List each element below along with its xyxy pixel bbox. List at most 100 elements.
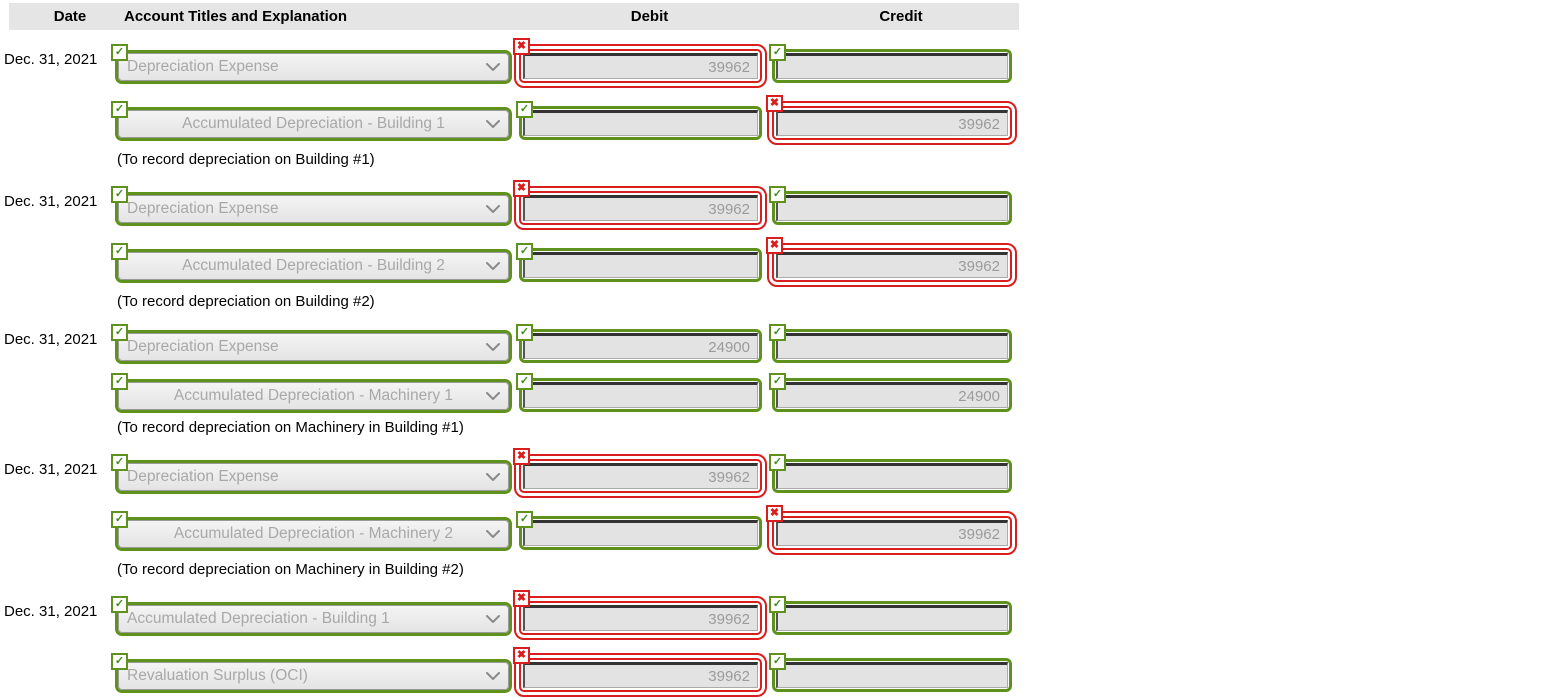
debit-cell: ✖: [513, 448, 767, 498]
account-cell: ✓ Revaluation Surplus (OCI): [111, 653, 512, 693]
account-select[interactable]: Revaluation Surplus (OCI): [118, 662, 509, 690]
credit-input[interactable]: [776, 333, 1008, 359]
debit-input[interactable]: [523, 382, 758, 408]
account-cell: ✓ Accumulated Depreciation - Machinery 1: [111, 373, 512, 413]
debit-cell: ✓: [514, 324, 767, 368]
account-cell: ✓ Depreciation Expense: [111, 324, 512, 364]
check-icon: ✓: [111, 373, 128, 390]
check-icon: ✓: [769, 653, 786, 670]
check-icon: ✓: [111, 44, 128, 61]
entry-date: Dec. 31, 2021: [4, 461, 98, 478]
check-icon: ✓: [516, 511, 533, 528]
debit-input[interactable]: [523, 195, 758, 221]
journal-row: ✓ Accumulated Depreciation - Building 2 …: [0, 237, 1030, 287]
debit-cell: ✓: [514, 243, 767, 287]
entry-date: Dec. 31, 2021: [4, 603, 98, 620]
credit-input[interactable]: [776, 520, 1008, 546]
check-icon: ✓: [111, 511, 128, 528]
account-select[interactable]: Depreciation Expense: [118, 195, 509, 223]
chevron-down-icon: [486, 343, 500, 352]
check-icon: ✓: [516, 243, 533, 260]
account-select[interactable]: Accumulated Depreciation - Machinery 1: [118, 382, 509, 410]
chevron-down-icon: [486, 205, 500, 214]
entry-explanation: (To record depreciation on Building #1): [117, 151, 375, 168]
credit-cell: ✖: [766, 95, 1017, 145]
credit-cell: ✓: [767, 653, 1017, 697]
credit-input[interactable]: [776, 382, 1008, 408]
check-icon: ✓: [111, 324, 128, 341]
account-select[interactable]: Depreciation Expense: [118, 333, 509, 361]
credit-input[interactable]: [776, 252, 1008, 278]
account-cell: ✓ Accumulated Depreciation - Machinery 2: [111, 511, 512, 551]
credit-input[interactable]: [776, 195, 1008, 221]
credit-input[interactable]: [776, 662, 1008, 688]
check-icon: ✓: [769, 324, 786, 341]
table-header: Date Account Titles and Explanation Debi…: [9, 3, 1019, 30]
account-select[interactable]: Accumulated Depreciation - Machinery 2: [118, 520, 509, 548]
account-select[interactable]: Accumulated Depreciation - Building 1: [118, 110, 509, 138]
debit-input[interactable]: [523, 252, 758, 278]
credit-cell: ✓: [767, 454, 1017, 498]
credit-input[interactable]: [776, 53, 1008, 79]
x-icon: ✖: [513, 647, 530, 664]
chevron-down-icon: [486, 615, 500, 624]
debit-cell: ✓: [514, 373, 767, 417]
check-icon: ✓: [111, 653, 128, 670]
header-account: Account Titles and Explanation: [124, 8, 348, 25]
chevron-down-icon: [486, 262, 500, 271]
credit-cell: ✓: [767, 324, 1017, 368]
entry-explanation: (To record depreciation on Building #2): [117, 293, 375, 310]
journal-row: Dec. 31, 2021 ✓ Depreciation Expense ✖ ✓: [0, 448, 1030, 498]
debit-input[interactable]: [523, 520, 758, 546]
credit-input[interactable]: [776, 110, 1008, 136]
account-cell: ✓ Accumulated Depreciation - Building 1: [111, 596, 512, 636]
credit-cell: ✓: [767, 186, 1017, 230]
entry-date: Dec. 31, 2021: [4, 51, 98, 68]
debit-cell: ✓: [514, 101, 767, 145]
header-credit: Credit: [879, 8, 923, 25]
debit-cell: ✖: [513, 38, 767, 88]
account-cell: ✓ Depreciation Expense: [111, 44, 512, 84]
credit-cell: ✖: [766, 237, 1017, 287]
credit-input[interactable]: [776, 605, 1008, 631]
chevron-down-icon: [486, 672, 500, 681]
check-icon: ✓: [111, 454, 128, 471]
debit-input[interactable]: [523, 110, 758, 136]
chevron-down-icon: [486, 120, 500, 129]
account-select[interactable]: Depreciation Expense: [118, 463, 509, 491]
check-icon: ✓: [111, 101, 128, 118]
journal-row: ✓ Accumulated Depreciation - Machinery 1…: [0, 373, 1030, 417]
chevron-down-icon: [486, 473, 500, 482]
check-icon: ✓: [769, 454, 786, 471]
debit-input[interactable]: [523, 333, 758, 359]
check-icon: ✓: [111, 186, 128, 203]
debit-input[interactable]: [523, 662, 758, 688]
chevron-down-icon: [486, 63, 500, 72]
entry-date: Dec. 31, 2021: [4, 331, 98, 348]
account-cell: ✓ Depreciation Expense: [111, 454, 512, 494]
account-select[interactable]: Depreciation Expense: [118, 53, 509, 81]
x-icon: ✖: [766, 95, 783, 112]
debit-input[interactable]: [523, 463, 758, 489]
debit-cell: ✓: [514, 511, 767, 555]
journal-row: ✓ Accumulated Depreciation - Building 1 …: [0, 95, 1030, 145]
account-select[interactable]: Accumulated Depreciation - Building 1: [118, 605, 509, 633]
check-icon: ✓: [516, 324, 533, 341]
entry-explanation: (To record depreciation on Machinery in …: [117, 419, 464, 436]
entry-date: Dec. 31, 2021: [4, 193, 98, 210]
account-select[interactable]: Accumulated Depreciation - Building 2: [118, 252, 509, 280]
debit-cell: ✖: [513, 590, 767, 640]
account-cell: ✓ Accumulated Depreciation - Building 1: [111, 101, 512, 141]
debit-input[interactable]: [523, 605, 758, 631]
chevron-down-icon: [486, 530, 500, 539]
credit-cell: ✓: [767, 373, 1017, 417]
debit-input[interactable]: [523, 53, 758, 79]
credit-input[interactable]: [776, 463, 1008, 489]
check-icon: ✓: [769, 596, 786, 613]
journal-row: Dec. 31, 2021 ✓ Depreciation Expense ✖ ✓: [0, 180, 1030, 230]
journal-row: Dec. 31, 2021 ✓ Depreciation Expense ✖ ✓: [0, 38, 1030, 88]
check-icon: ✓: [769, 186, 786, 203]
credit-cell: ✖: [766, 505, 1017, 555]
x-icon: ✖: [766, 237, 783, 254]
